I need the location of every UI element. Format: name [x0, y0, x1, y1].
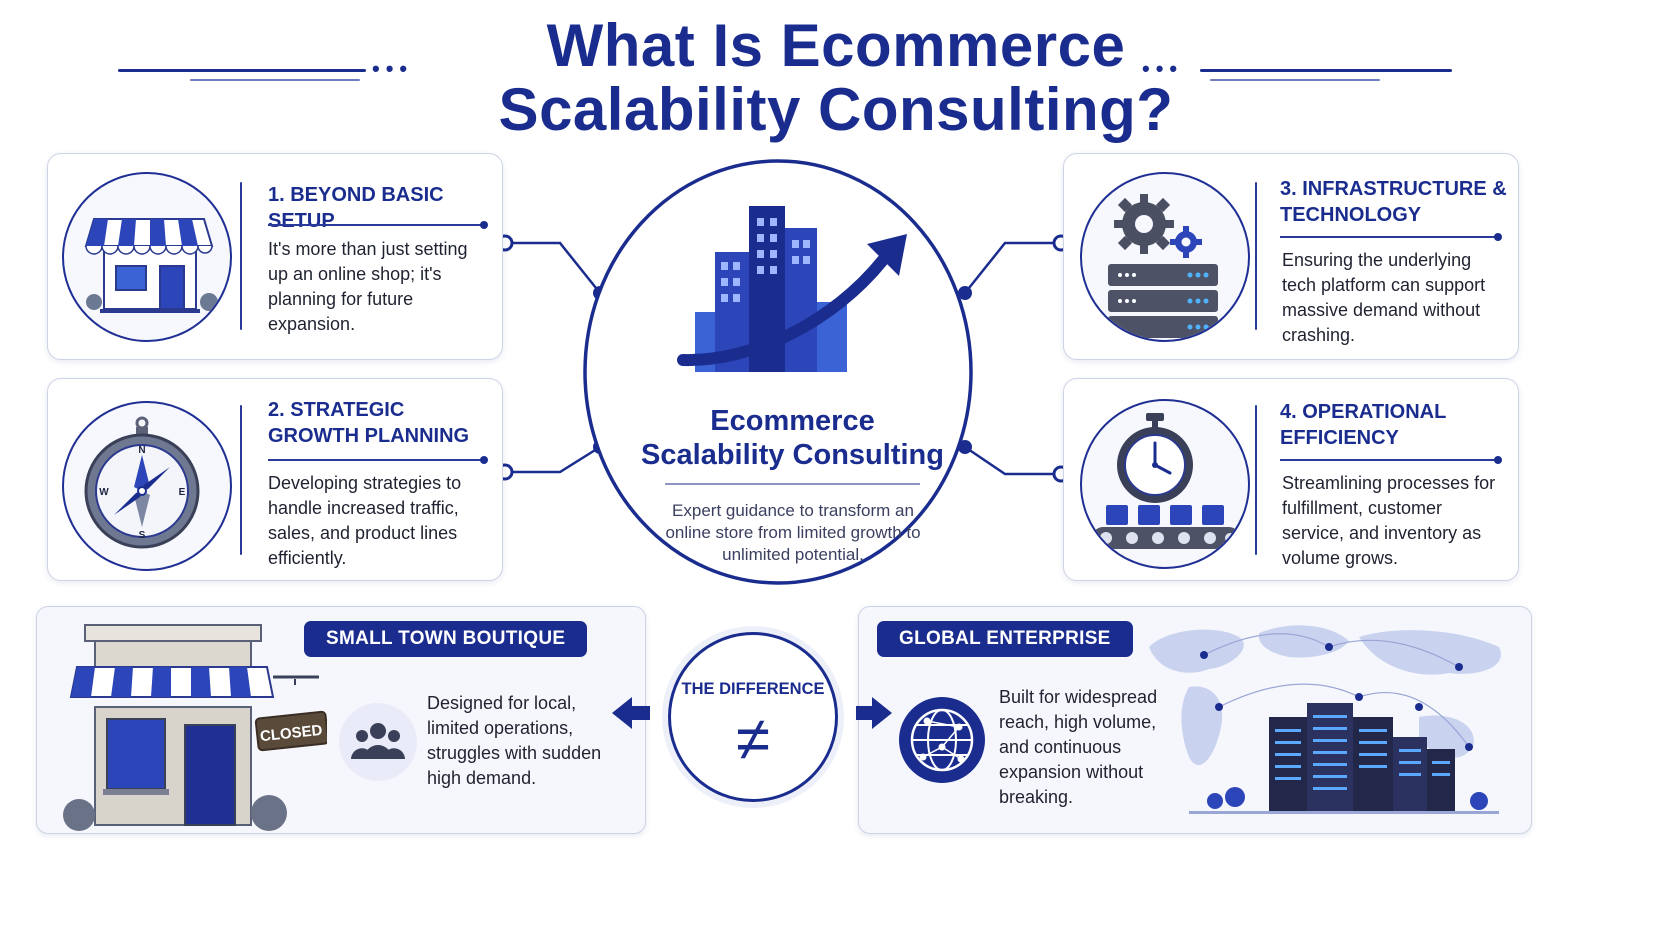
panel-small-town-boutique: CLOSED SMALL TOWN BOUTIQUE Designed for … — [36, 606, 646, 834]
card-heading: 3. INFRASTRUCTURE & TECHNOLOGY — [1280, 178, 1507, 226]
stopwatch-conveyor-icon — [1080, 399, 1250, 569]
center-description: Expert guidance to transform an online s… — [665, 501, 921, 564]
card-operational-efficiency: 4. OPERATIONAL EFFICIENCY Streamlining p… — [1063, 378, 1519, 581]
storefront-icon — [62, 172, 232, 342]
world-map-datacenter-icon — [1149, 625, 1501, 814]
compass-icon: N S E W — [62, 401, 232, 571]
card-text: Ensuring the underlying tech platform ca… — [1282, 250, 1486, 345]
center-divider — [665, 483, 920, 485]
card-heading: 4. OPERATIONAL EFFICIENCY — [1280, 401, 1447, 449]
panel-global-enterprise: GLOBAL ENTERPRISE Built for widespread r… — [858, 606, 1532, 834]
gears-servers-icon — [1080, 172, 1250, 342]
heading-rule — [268, 221, 488, 229]
card-text: It's more than just setting up an online… — [268, 239, 468, 334]
title-decor-left-line — [118, 69, 366, 72]
heading-rule — [1280, 233, 1502, 241]
compass-s: S — [139, 530, 146, 541]
card-heading: 1. BEYOND BASIC SETUP — [268, 184, 444, 232]
card-text: Developing strategies to handle increase… — [268, 473, 462, 568]
not-equal-symbol: ≠ — [735, 705, 771, 774]
difference-label: THE DIFFERENCE — [681, 680, 825, 698]
divider — [1255, 405, 1257, 555]
globe-network-icon — [899, 697, 985, 783]
card-beyond-basic-setup: 1. BEYOND BASIC SETUP It's more than jus… — [47, 153, 503, 360]
boutique-description: Designed for local, limited operations, … — [427, 693, 602, 788]
title-decor-right-line-2 — [1210, 79, 1380, 81]
card-text: Streamlining processes for fulfillment, … — [1282, 473, 1496, 568]
compass-w: W — [99, 487, 109, 498]
divider — [240, 182, 242, 330]
boutique-storefront-icon: CLOSED — [63, 624, 327, 831]
center-hub-circle — [583, 159, 973, 585]
center-title: Ecommerce Scalability Consulting — [641, 405, 944, 471]
divider — [240, 405, 242, 555]
card-strategic-growth-planning: N S E W 2. STRATEGIC GROWTH PLANNING Dev… — [47, 378, 503, 581]
enterprise-description: Built for widespread reach, high volume,… — [999, 687, 1158, 807]
card-infrastructure-technology: 3. INFRASTRUCTURE & TECHNOLOGY Ensuring … — [1063, 153, 1519, 360]
card-heading: 2. STRATEGIC GROWTH PLANNING — [268, 399, 470, 447]
difference-circle — [668, 632, 838, 802]
title-line-2: Scalability Consulting? — [498, 76, 1174, 143]
compass-n: N — [138, 445, 145, 456]
label-small-town-boutique: SMALL TOWN BOUTIQUE — [304, 621, 588, 657]
growing-buildings-arrow-icon — [677, 206, 907, 372]
label-global-enterprise: GLOBAL ENTERPRISE — [877, 621, 1133, 657]
title-decor-right-line — [1200, 69, 1452, 72]
title-decor-left-line-2 — [190, 79, 360, 81]
heading-rule — [268, 456, 488, 464]
heading-rule — [1280, 456, 1502, 464]
divider — [1255, 182, 1257, 330]
compass-e: E — [179, 487, 186, 498]
people-group-icon — [339, 703, 417, 781]
page-title: What Is Ecommerce Scalability Consulting… — [0, 14, 1672, 142]
closed-sign: CLOSED — [259, 722, 323, 745]
title-line-1: What Is Ecommerce — [546, 12, 1126, 79]
